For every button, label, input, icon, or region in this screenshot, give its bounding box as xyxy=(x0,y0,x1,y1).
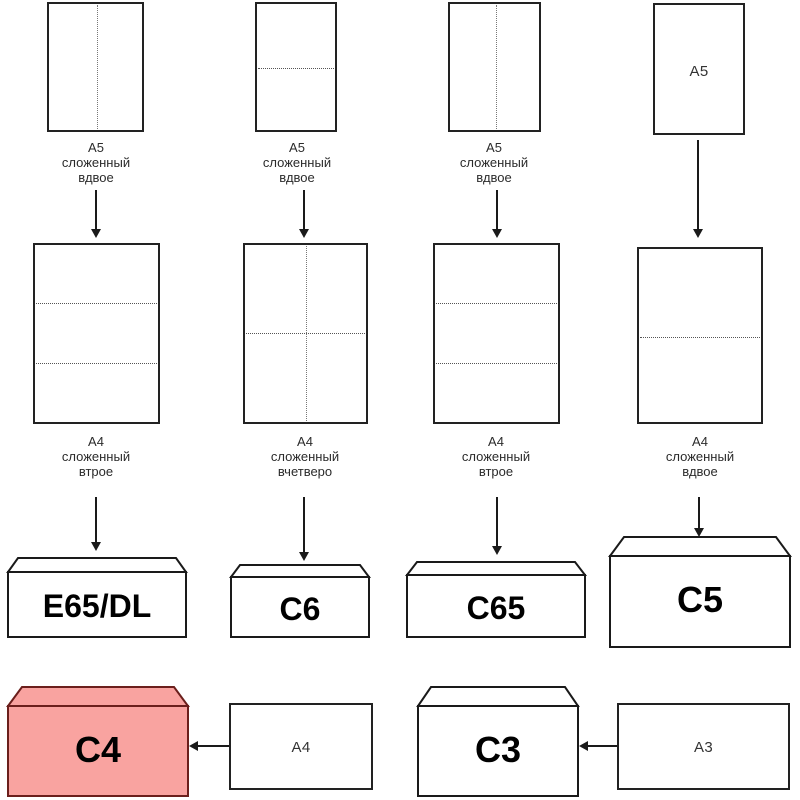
fold-line-horizontal-1 xyxy=(436,303,557,304)
caption-col3-mid: A4 сложенный втрое xyxy=(461,434,531,479)
envelope-c65: C65 xyxy=(404,560,588,639)
caption-col4-mid: A4 сложенный вдвое xyxy=(665,434,735,479)
envelope-e65-dl: E65/DL xyxy=(6,556,188,639)
fold-line-vertical xyxy=(97,5,98,129)
fold-line-horizontal xyxy=(246,333,365,334)
envelope-label: C6 xyxy=(279,591,321,627)
envelope-label: C65 xyxy=(466,590,526,626)
sheet-a4-bottom: A4 xyxy=(229,703,373,790)
envelope-label: E65/DL xyxy=(42,588,152,624)
caption-col2-top: A5 сложенный вдвое xyxy=(262,140,332,185)
caption-col1-mid: A4 сложенный втрое xyxy=(61,434,131,479)
sheet-a4-col4 xyxy=(637,247,763,424)
envelope-label: C4 xyxy=(74,729,122,770)
fold-line-horizontal xyxy=(258,68,334,69)
sheet-a4-col2 xyxy=(243,243,368,424)
envelope-c6: C6 xyxy=(229,563,371,639)
sheet-label-a4: A4 xyxy=(291,739,311,756)
sheet-a4-col1 xyxy=(33,243,160,424)
fold-line-vertical xyxy=(306,246,307,421)
sheet-a4-col3 xyxy=(433,243,560,424)
envelope-c5: C5 xyxy=(608,535,792,649)
envelope-label: C5 xyxy=(676,579,724,620)
fold-line-horizontal-2 xyxy=(36,363,157,364)
fold-line-horizontal-1 xyxy=(36,303,157,304)
sheet-label-a5: A5 xyxy=(689,63,709,80)
fold-line-horizontal-2 xyxy=(436,363,557,364)
sheet-a5-col4: A5 xyxy=(653,3,745,135)
sheet-label-a3: A3 xyxy=(694,739,713,756)
fold-line-vertical xyxy=(496,5,497,129)
caption-col1-top: A5 сложенный вдвое xyxy=(61,140,131,185)
sheet-a5-col2 xyxy=(255,2,337,132)
envelope-c3: C3 xyxy=(416,685,580,798)
envelope-c4: C4 xyxy=(6,685,190,798)
envelope-label: C3 xyxy=(474,729,522,770)
sheet-a3-bottom: A3 xyxy=(617,703,790,790)
fold-line-horizontal xyxy=(640,337,760,338)
sheet-a5-col1 xyxy=(47,2,144,132)
caption-col3-top: A5 сложенный вдвое xyxy=(459,140,529,185)
caption-col2-mid: A4 сложенный вчетверо xyxy=(270,434,340,479)
sheet-a5-col3 xyxy=(448,2,541,132)
